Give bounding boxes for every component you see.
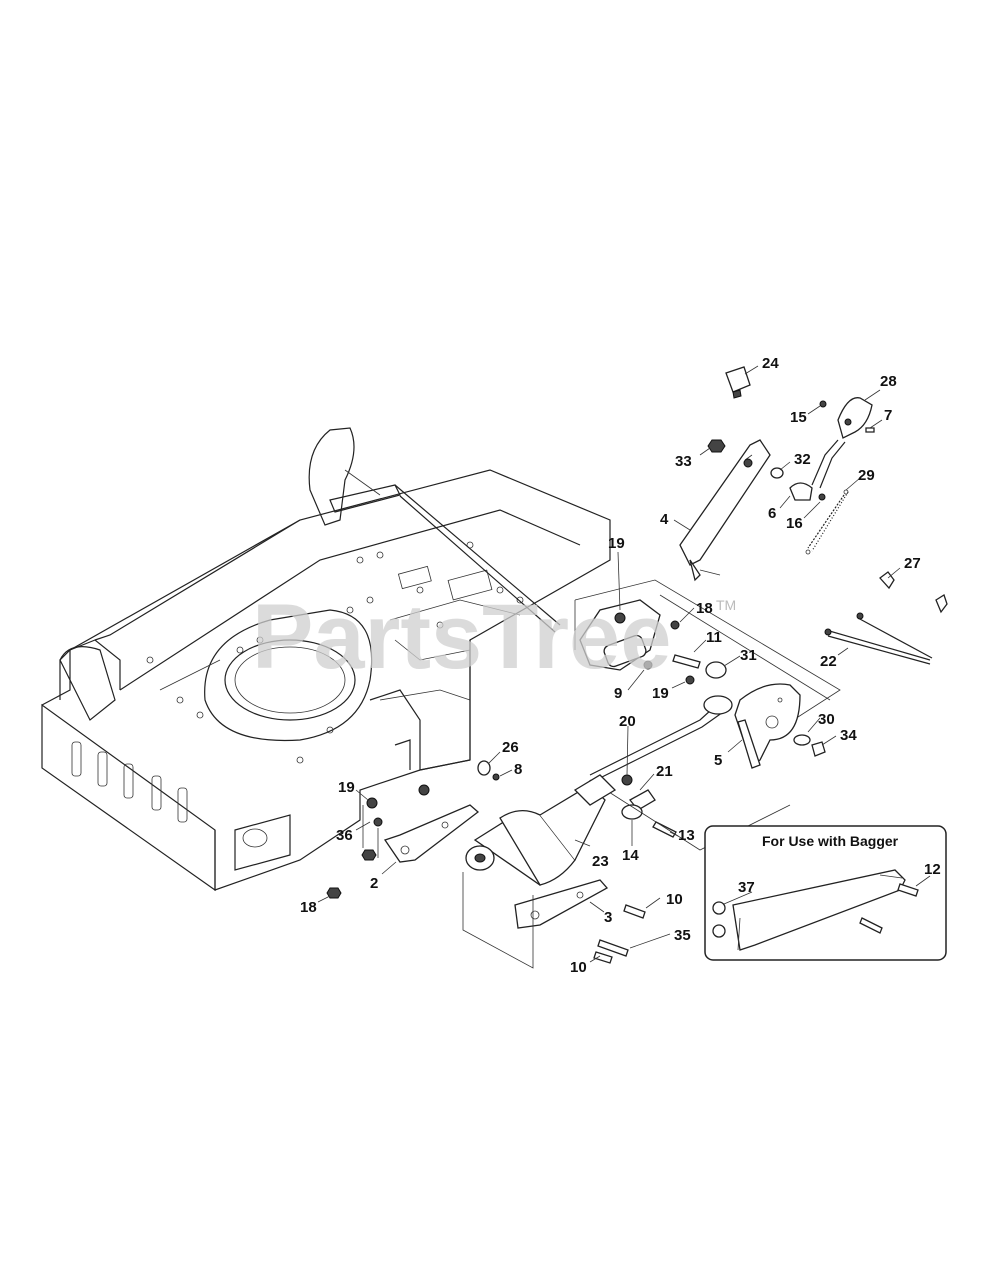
callout-15: 15 (790, 409, 807, 426)
callout-8: 8 (514, 761, 522, 778)
callout-18-left: 18 (300, 899, 317, 916)
callout-31: 31 (740, 647, 757, 664)
leader-lines (317, 365, 901, 963)
callout-numbers: 24 28 15 7 33 32 29 6 16 4 19 18 27 11 3… (300, 355, 921, 976)
inset-title: For Use with Bagger (762, 833, 899, 849)
callout-18-top: 18 (696, 600, 713, 617)
watermark-trademark: TM (716, 597, 736, 613)
callout-27: 27 (904, 555, 921, 572)
callout-32: 32 (794, 451, 811, 468)
callout-7: 7 (884, 407, 892, 424)
callout-20: 20 (619, 713, 636, 730)
mower-frame (41, 427, 611, 892)
callout-21: 21 (656, 763, 673, 780)
callout-26: 26 (502, 739, 519, 756)
callout-35: 35 (674, 927, 691, 944)
callout-19-left: 19 (338, 779, 355, 796)
callout-10-upper: 10 (666, 891, 683, 908)
watermark-text: PartsTree (252, 586, 671, 688)
callout-19-top: 19 (608, 535, 625, 552)
callout-12: 12 (924, 861, 941, 878)
callout-10-lower: 10 (570, 959, 587, 976)
callout-16: 16 (786, 515, 803, 532)
callout-5: 5 (714, 752, 722, 769)
callout-22: 22 (820, 653, 837, 670)
lift-actuator-assembly (326, 760, 646, 969)
callout-24: 24 (762, 355, 779, 372)
callout-4: 4 (660, 511, 669, 528)
callout-34: 34 (840, 727, 857, 744)
callout-29: 29 (858, 467, 875, 484)
callout-36: 36 (336, 827, 353, 844)
callout-37: 37 (738, 879, 755, 896)
bagger-inset: For Use with Bagger 37 12 (704, 825, 947, 961)
callout-19-mid: 19 (652, 685, 669, 702)
callout-14: 14 (622, 847, 639, 864)
callout-28: 28 (880, 373, 897, 390)
lift-shaft-assembly (574, 579, 841, 851)
callout-13: 13 (678, 827, 695, 844)
callout-6: 6 (768, 505, 776, 522)
lift-handle-assembly (679, 366, 948, 665)
callout-3: 3 (604, 909, 612, 926)
callout-11: 11 (706, 629, 722, 646)
callout-33: 33 (675, 453, 692, 470)
callout-30: 30 (818, 711, 835, 728)
callout-23: 23 (592, 853, 609, 870)
callout-2: 2 (370, 875, 378, 892)
callout-9: 9 (614, 685, 622, 702)
